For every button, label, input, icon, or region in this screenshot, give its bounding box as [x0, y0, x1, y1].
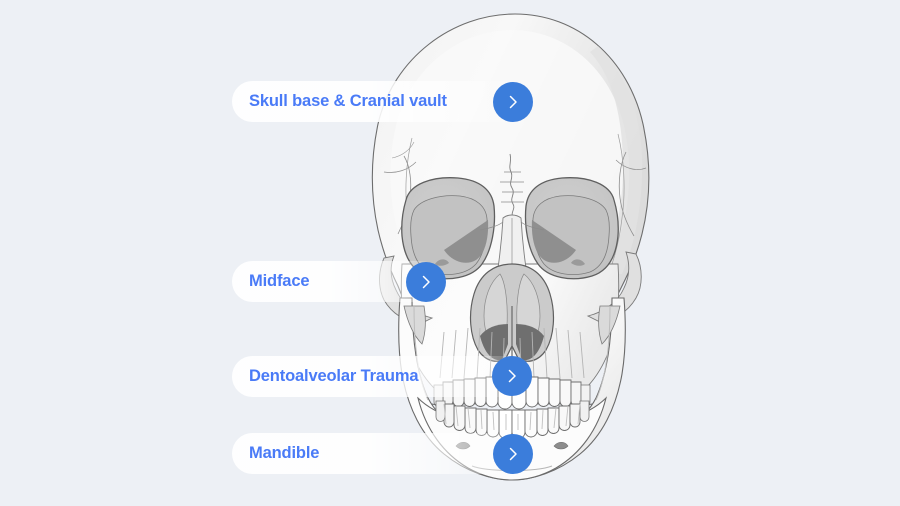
mental-foramen-right: [553, 441, 569, 450]
hotspot-arrow-button-midface[interactable]: [406, 262, 446, 302]
suture-line-right: [618, 151, 635, 237]
ramus-shade-right: [595, 305, 611, 401]
infraorbital-foramen-right: [571, 259, 585, 266]
suture-branch-right: [615, 159, 647, 170]
hotspot-arrow-button-skull-base[interactable]: [493, 82, 533, 122]
zygomatic-arch-right: [586, 251, 642, 323]
hotspot-midface[interactable]: Midface: [232, 261, 442, 302]
mandibular-root-ridges: [443, 403, 581, 431]
orbit-left-fissure: [444, 220, 489, 263]
hotspot-label: Skull base & Cranial vault: [249, 92, 447, 111]
infraorbital-foramen-left: [435, 259, 449, 266]
orbit-right-fissure: [531, 220, 576, 263]
suture-branch-left: [383, 161, 417, 173]
hotspot-mandible[interactable]: Mandible: [232, 433, 527, 474]
chevron-right-icon: [418, 274, 434, 290]
suture-branch-left-2: [391, 141, 415, 159]
temporal-line-right: [611, 133, 625, 265]
hotspot-label: Dentoalveolar Trauma: [249, 367, 419, 386]
hotspot-arrow-button-dentoalveolar-trauma[interactable]: [492, 356, 532, 396]
hotspot-skull-base-cranial-vault[interactable]: Skull base & Cranial vault: [232, 81, 528, 122]
hotspot-arrow-button-mandible[interactable]: [493, 434, 533, 474]
lower-teeth: [435, 400, 590, 439]
frontonasal-suture: [509, 153, 515, 219]
nasal-cavity-shadow-right: [516, 324, 544, 361]
hotspot-label: Mandible: [249, 444, 320, 463]
parietal-shading-right: [590, 46, 643, 274]
nasal-cavity-shadow-left: [480, 324, 508, 361]
chevron-right-icon: [505, 94, 521, 110]
nasal-suture-left: [479, 221, 504, 231]
hotspot-label: Midface: [249, 272, 310, 291]
chevron-right-icon: [504, 368, 520, 384]
hotspot-dentoalveolar-trauma[interactable]: Dentoalveolar Trauma: [232, 356, 527, 397]
chevron-right-icon: [505, 446, 521, 462]
nasal-suture-right: [520, 221, 545, 231]
nasal-suture-ticks: [500, 171, 524, 203]
